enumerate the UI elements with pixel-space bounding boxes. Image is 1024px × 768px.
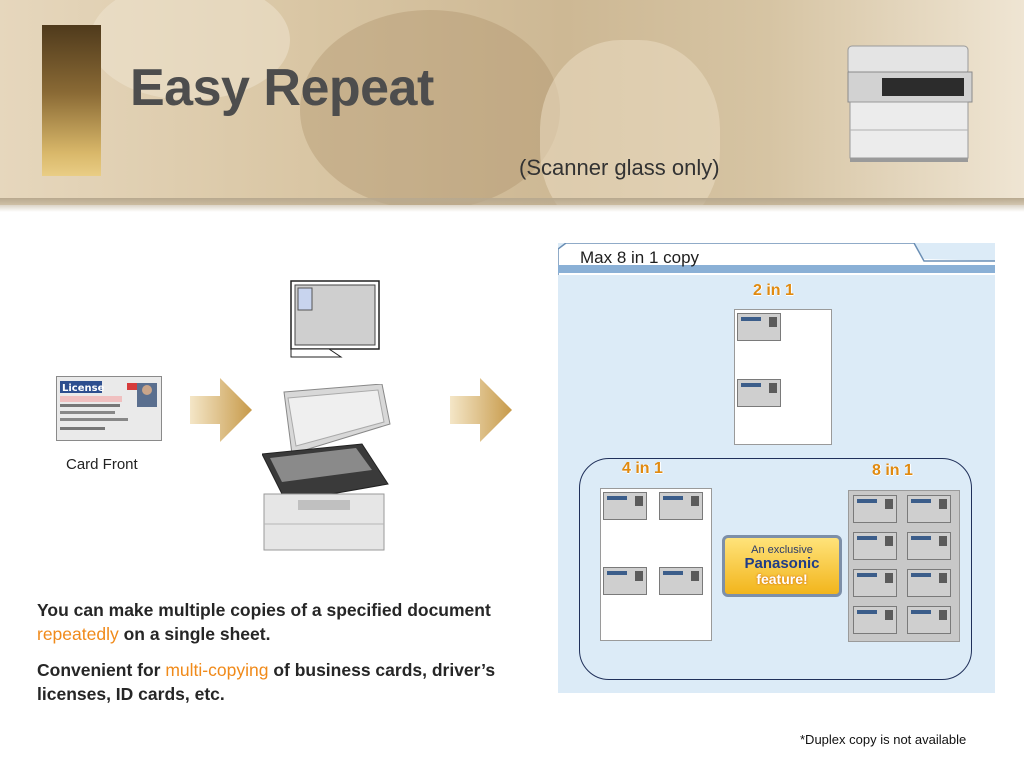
mini-card (603, 492, 647, 520)
mini-card (907, 495, 951, 523)
panel-tab-header (558, 243, 995, 275)
banner-background-photo (90, 0, 290, 100)
mini-card (603, 567, 647, 595)
right-arrow-icon (190, 378, 252, 442)
badge-brand: Panasonic (744, 555, 820, 572)
paragraph-2-text-b: of business cards, driver’s licenses, ID… (37, 660, 496, 704)
card-front-label: Card Front (66, 456, 138, 473)
mini-card (853, 532, 897, 560)
license-card-illustration: License (57, 377, 161, 440)
exclusive-feature-badge: An exclusive Panasonic feature! (722, 535, 842, 597)
panel-tab-label: Max 8 in 1 copy (580, 248, 700, 267)
mini-card (737, 313, 781, 341)
mini-card (659, 567, 703, 595)
paragraph-2-text-a: Convenient for (37, 660, 166, 680)
multi-layout-group (579, 458, 972, 680)
badge-line-3: feature! (756, 571, 808, 587)
open-scanner-image (262, 384, 391, 551)
paragraph-2-highlight: multi-copying (165, 660, 269, 680)
sheet-4in1 (600, 488, 712, 641)
page-subtitle: (Scanner glass only) (519, 155, 720, 180)
footnote: *Duplex copy is not available (800, 732, 967, 747)
printer-product-image (847, 45, 973, 162)
mini-card (737, 379, 781, 407)
mini-card (853, 495, 897, 523)
layout-label-2in1: 2 in 1 (753, 282, 794, 299)
sheet-8in1 (848, 490, 960, 642)
svg-text:License: License (62, 383, 105, 394)
banner-background-photo-highlight (540, 40, 720, 205)
paragraph-1-text-b: on a single sheet. (118, 624, 271, 644)
scanner-glass-diagram (290, 280, 380, 358)
mini-card (907, 606, 951, 634)
paragraph-1-text-a: You can make multiple copies of a specif… (37, 600, 491, 620)
banner-shadow (0, 198, 1024, 212)
description-paragraph-1: You can make multiple copies of a specif… (37, 598, 517, 646)
sheet-2in1 (734, 309, 832, 445)
mini-card (853, 606, 897, 634)
badge-line-1: An exclusive (751, 544, 813, 556)
banner-background-photo-shape (300, 10, 560, 205)
gold-accent-bar (42, 25, 101, 176)
page-title: Easy Repeat (130, 59, 434, 117)
mini-card (907, 569, 951, 597)
mini-card (659, 492, 703, 520)
mini-card (907, 532, 951, 560)
layout-label-8in1: 8 in 1 (872, 462, 913, 479)
description-paragraph-2: Convenient for multi-copying of business… (37, 658, 517, 706)
layout-label-4in1: 4 in 1 (622, 460, 663, 477)
id-card-image: License (56, 376, 162, 441)
right-arrow-icon-2 (450, 378, 512, 442)
paragraph-1-highlight: repeatedly (37, 624, 119, 644)
mini-card (853, 569, 897, 597)
